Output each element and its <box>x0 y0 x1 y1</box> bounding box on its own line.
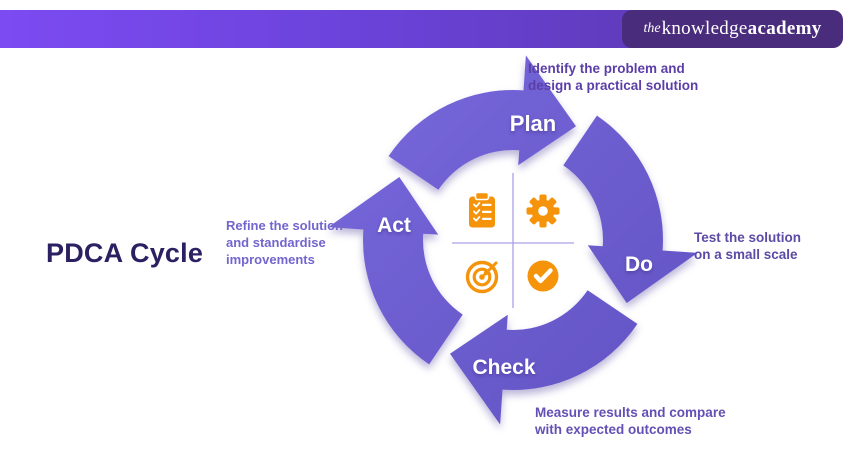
check-annotation-line: Measure results and compare <box>535 405 726 420</box>
do-arrow-segment <box>563 115 698 303</box>
do-annotation-line: Test the solution <box>694 230 801 245</box>
check-label: Check <box>472 356 536 379</box>
check-annotation: Measure results and compare with expecte… <box>535 404 726 438</box>
act-annotation-line: and standardise <box>226 235 326 250</box>
pdca-cycle-diagram: Plan Do Check Act <box>293 20 733 450</box>
logo-prefix: the <box>643 21 661 36</box>
act-arrow-segment <box>328 177 463 365</box>
act-annotation-line: improvements <box>226 252 315 267</box>
pdca-ring <box>328 55 698 425</box>
do-annotation: Test the solution on a small scale <box>694 229 801 263</box>
target-dart-icon <box>465 260 499 294</box>
plan-annotation-line: design a practical solution <box>528 78 699 93</box>
page-title: PDCA Cycle <box>46 238 204 268</box>
logo-knowledge: knowledge <box>661 18 748 39</box>
check-arrow-segment <box>450 290 638 425</box>
check-circle-icon <box>527 260 559 292</box>
plan-annotation-line: Identify the problem and <box>528 61 685 76</box>
do-label: Do <box>625 253 653 276</box>
check-annotation-line: with expected outcomes <box>535 422 692 437</box>
plan-arrow-segment <box>388 55 576 190</box>
clipboard-checklist-icon <box>469 191 495 228</box>
act-label: Act <box>377 214 411 237</box>
logo-academy: academy <box>747 18 822 39</box>
plan-annotation: Identify the problem and design a practi… <box>528 60 698 94</box>
act-annotation-line: Refine the solution <box>226 218 343 233</box>
act-annotation: Refine the solution and standardise impr… <box>226 217 343 268</box>
do-annotation-line: on a small scale <box>694 247 798 262</box>
plan-label: Plan <box>509 111 557 136</box>
gear-icon <box>526 194 560 228</box>
